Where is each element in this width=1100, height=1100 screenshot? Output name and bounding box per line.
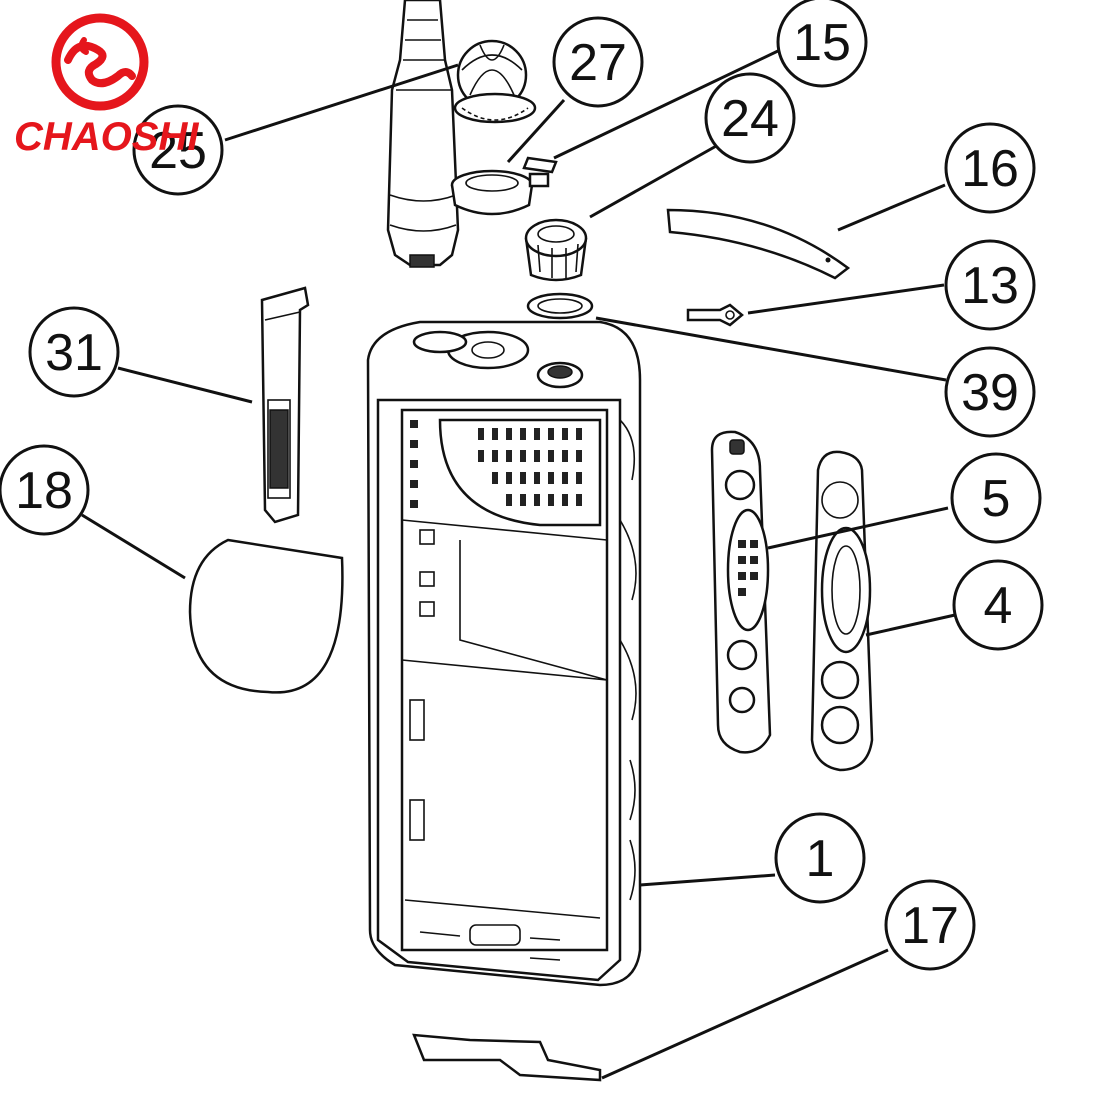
callout-39: 39 (944, 346, 1036, 438)
callout-label: 15 (793, 14, 851, 72)
side-latch (260, 286, 310, 524)
callout-label: 16 (961, 140, 1019, 198)
top-label (666, 208, 851, 280)
front-housing (366, 320, 642, 987)
knob (524, 218, 588, 282)
callout-4: 4 (952, 559, 1044, 651)
round-label (188, 538, 344, 694)
small-clip (522, 156, 558, 174)
callout-label: 24 (721, 90, 779, 148)
callout-label: 4 (984, 577, 1013, 635)
antenna (386, 0, 460, 268)
leader-lines (81, 48, 956, 1080)
callout-1: 1 (774, 812, 866, 904)
callout-label: 13 (961, 257, 1019, 315)
callout-label: 5 (982, 470, 1011, 528)
side-button-panel (710, 430, 772, 754)
antenna-cap (453, 39, 537, 124)
side-gasket (810, 450, 874, 772)
callout-label: 39 (961, 364, 1019, 422)
antenna-base-ring (450, 169, 550, 216)
callout-15: 15 (776, 0, 868, 88)
chaoshi-logo (51, 13, 149, 111)
callout-label: 1 (806, 830, 835, 888)
o-ring (526, 292, 594, 320)
callout-13: 13 (944, 239, 1036, 331)
callout-label: 27 (569, 34, 627, 92)
callout-label: 25 (149, 122, 207, 180)
bottom-label (412, 1033, 602, 1082)
callout-18: 18 (0, 444, 90, 536)
speaker-grille (410, 418, 602, 527)
callout-17: 17 (884, 879, 976, 971)
callout-5: 5 (950, 452, 1042, 544)
callout-label: 17 (901, 897, 959, 955)
callout-25: 25 (132, 104, 224, 196)
callout-label: 31 (45, 324, 103, 382)
key-pin (686, 303, 744, 327)
callout-27: 27 (552, 16, 644, 108)
callout-31: 31 (28, 306, 120, 398)
callout-24: 24 (704, 72, 796, 164)
brand-name: CHAOSHI (14, 115, 199, 159)
callout-label: 18 (15, 462, 73, 520)
callout-16: 16 (944, 122, 1036, 214)
